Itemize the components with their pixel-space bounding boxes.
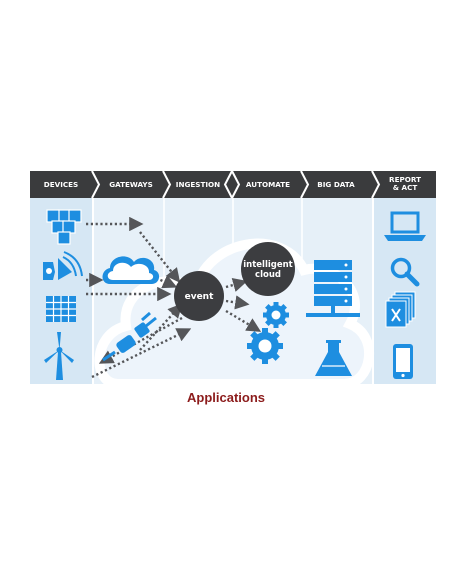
flow-arrows [86, 216, 262, 379]
stage-report-and-act: REPORT& ACT [389, 175, 421, 192]
stage-automate: AUTOMATE [246, 180, 290, 189]
phone-icon [393, 344, 413, 379]
stage-devices: DEVICES [44, 180, 78, 189]
cubes-icon [46, 209, 82, 245]
spreadsheet-icon [385, 291, 416, 328]
iot-architecture-diagram: DEVICES GATEWAYS INGESTION AUTOMATE BIG … [30, 170, 436, 389]
intelligent-cloud-node [241, 242, 295, 296]
sensor-icon [43, 251, 83, 280]
magnifier-icon [390, 257, 420, 287]
event-node [174, 271, 224, 321]
stage-ingestion: INGESTION [176, 180, 220, 189]
solar-panel-icon [46, 296, 76, 322]
stage-gateways: GATEWAYS [109, 180, 153, 189]
event-label: event [185, 292, 214, 302]
flask-icon [315, 340, 352, 376]
gear-icon [263, 302, 289, 328]
gear-icon [247, 328, 283, 364]
laptop-icon [384, 211, 426, 241]
stage-header-bar [30, 171, 436, 198]
stage-big-data: BIG DATA [317, 180, 355, 189]
server-icon [306, 260, 360, 317]
cloud-icon [102, 256, 160, 284]
wind-turbine-icon [44, 332, 74, 380]
plug-icon [102, 311, 157, 362]
background-cloud [94, 238, 375, 389]
diagram-caption: Applications [186, 390, 265, 405]
